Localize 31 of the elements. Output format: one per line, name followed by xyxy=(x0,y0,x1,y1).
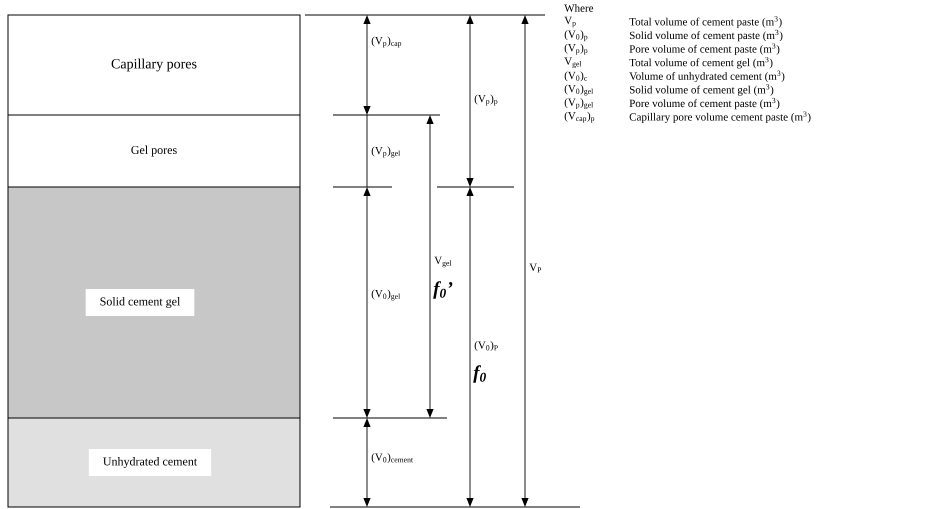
dimension-label: (V$_{0}$)$_{cement}$ xyxy=(372,453,414,463)
glossary-symbol: V$_{p}$ xyxy=(564,16,576,28)
layer-band: Solid cement gel xyxy=(8,186,300,418)
glossary-definition: Solid volume of cement gel (m$^{3}$) xyxy=(630,84,774,96)
glossary-symbol: (V$_{0}$)$_{gel}$ xyxy=(564,84,594,96)
layer-band: Unhydrated cement xyxy=(8,418,300,508)
glossary-symbol: (V$_{cap}$)$_{p}$ xyxy=(564,112,594,123)
dimension-label: (V$_{p}$)$_{gel}$ xyxy=(372,146,400,158)
glossary-definition: Total volume of cement gel (m$^{3}$) xyxy=(629,57,772,69)
dimension-label: (V$_{p}$)$_{cap}$ xyxy=(372,36,402,48)
symbol-label: f$_{0}$ xyxy=(473,365,486,383)
glossary-symbol: V$_{gel}$ xyxy=(564,58,582,68)
dimension-label: (V$_{0}$)$_{P}$ xyxy=(474,341,498,351)
glossary-definition: Pore volume of cement paste (m$^{3}$) xyxy=(630,98,780,110)
layer-band: Capillary pores xyxy=(8,14,300,116)
glossary-definition: Pore volume of cement paste (m$^{3}$) xyxy=(630,44,780,55)
layer-band: Gel pores xyxy=(8,114,300,188)
glossary-definition: Total volume of cement paste (m$^{3}$) xyxy=(629,16,782,28)
glossary-definition: Volume of unhydrated cement (m$^{3}$) xyxy=(629,70,784,82)
glossary-definition: Solid volume of cement paste (m$^{3}$) xyxy=(630,30,782,42)
dimension-label: (V$_{0}$)$_{gel}$ xyxy=(372,290,400,300)
glossary-definition: Capillary pore volume cement paste (m$^{3}$) xyxy=(630,111,811,123)
glossary-symbol: (V$_{p}$)$_{gel}$ xyxy=(564,98,594,110)
glossary-symbol: (V$_{p}$)$_{p}$ xyxy=(564,44,588,55)
glossary-symbol: (V$_{0}$)$_{c}$ xyxy=(564,71,587,82)
glossary-heading: Where xyxy=(564,4,594,12)
glossary-symbol: (V$_{0}$)$_{p}$ xyxy=(564,30,588,42)
dimension-label: V$_{gel}$ xyxy=(434,256,452,268)
dimension-label: V$_{P}$ xyxy=(529,264,542,272)
symbol-label: f$_{0}$’ xyxy=(433,281,452,299)
dimension-label: (V$_{p}$)$_{p}$ xyxy=(474,94,498,106)
